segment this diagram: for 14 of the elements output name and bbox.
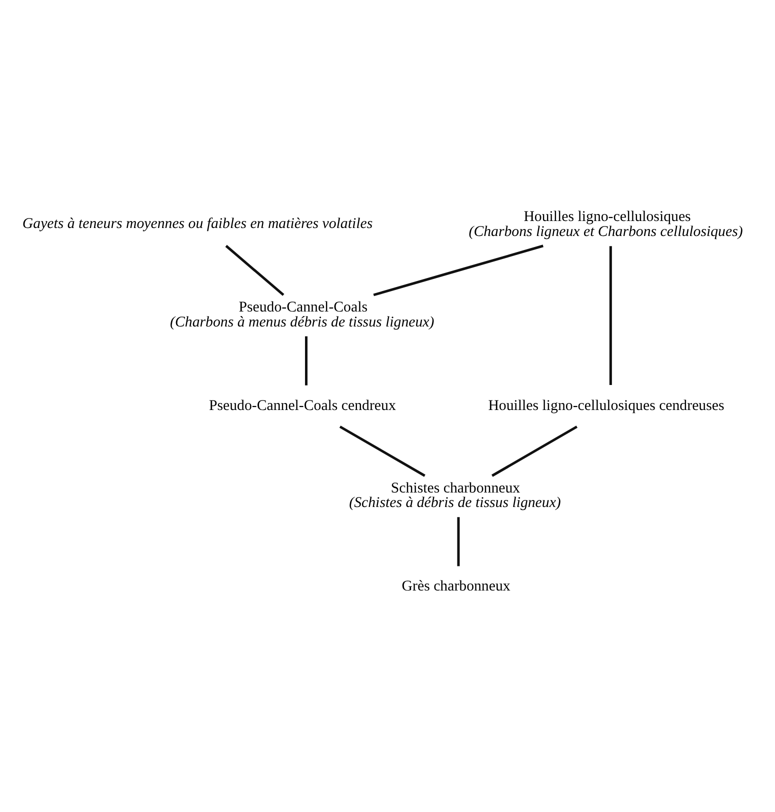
connector (373, 244, 544, 296)
connector (225, 244, 284, 296)
node-text: Houilles ligno-cellulosiques cendreuses (488, 398, 724, 414)
connector (339, 426, 426, 477)
connector (457, 517, 460, 566)
node-text: Pseudo-Cannel-Coals cendreux (208, 398, 396, 414)
connector (492, 426, 578, 477)
connector (609, 246, 612, 385)
node-text: Pseudo-Cannel-Coals (Charbons à menus débris de tissus ligneux) (170, 299, 434, 330)
node-text: Grès charbonneux (402, 578, 510, 595)
connector (304, 336, 308, 386)
node-text: Houilles ligno-cellulosiques (Charbons ligneux et Charbons cellulosiques) (468, 209, 743, 240)
node-text: Schistes charbonneux (Schistes à débris de tissus ligneux) (349, 480, 561, 512)
node-text: Gayets à teneurs moyennes ou faibles en matières volatiles (22, 216, 373, 232)
